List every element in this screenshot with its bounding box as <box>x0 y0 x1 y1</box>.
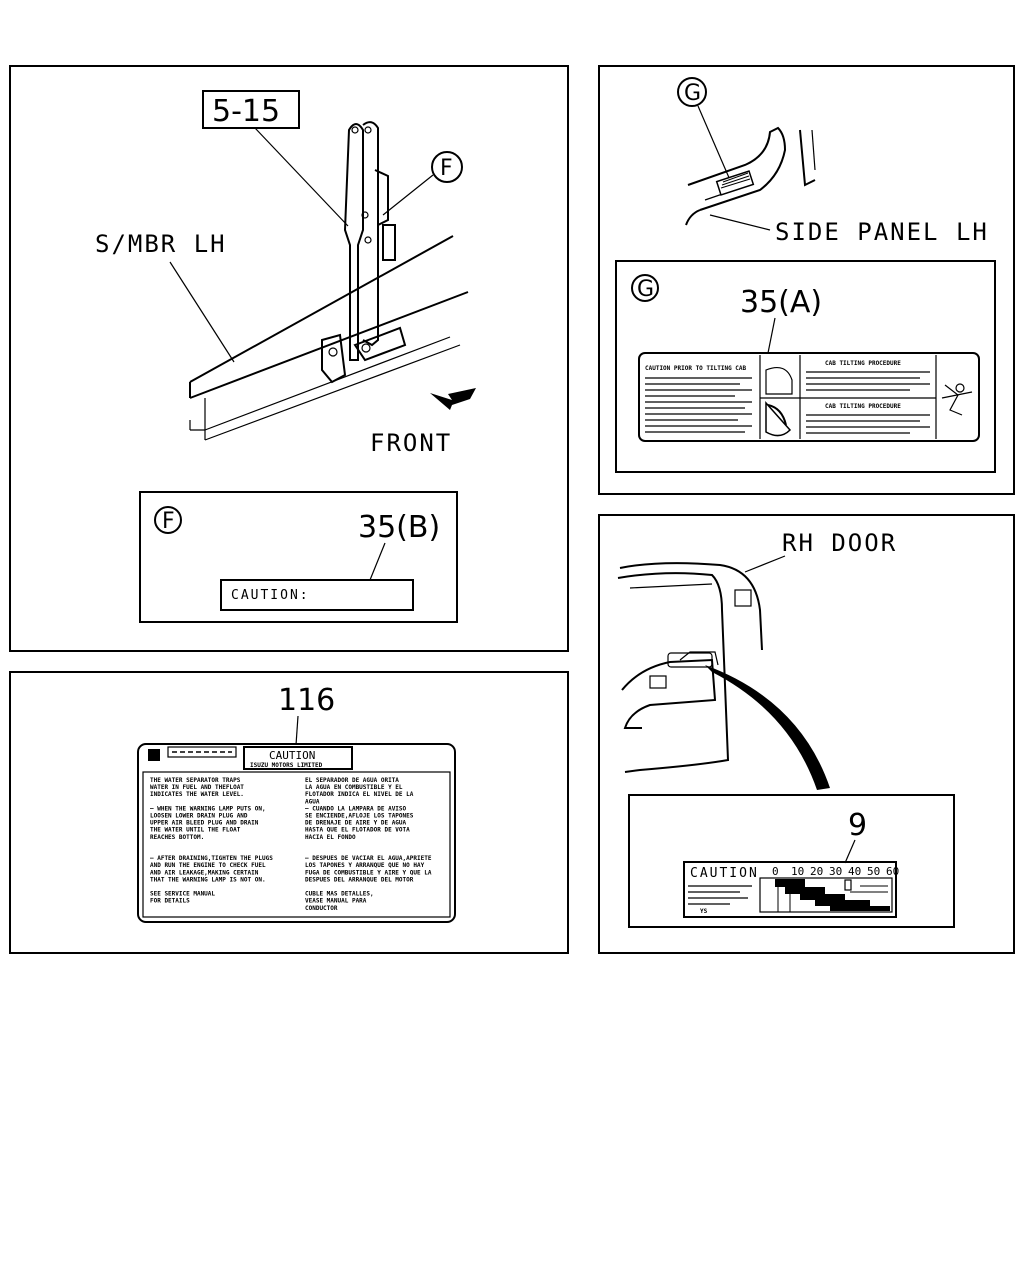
label-35a-left-heading: CAUTION PRIOR TO TILTING CAB <box>645 365 747 372</box>
ref-label: 5-15 <box>212 94 280 129</box>
member-label: S/MBR LH <box>95 230 227 258</box>
scale-tick-label: 0 <box>772 865 779 878</box>
side-panel-sketch <box>685 126 816 226</box>
ref-box <box>202 90 300 129</box>
label-116-en-line: FOR DETAILS <box>150 898 190 905</box>
label-35a-proc-heading-2: CAB TILTING PROCEDURE <box>825 403 901 410</box>
caution-label-9: CAUTION YS 0 10 20 30 40 50 60 <box>683 861 899 918</box>
frame-panel: 5-15 F S/MBR LH <box>9 65 569 652</box>
side-member-beam <box>189 235 469 441</box>
detail-f-icon <box>154 506 182 534</box>
scale-tick-label: 10 <box>791 865 804 878</box>
part-35b-leader <box>369 542 386 581</box>
label-116-es-line: FLOTADOR INDICA EL NIVEL DE LA <box>305 791 414 798</box>
label-116-en-line: — AFTER DRAINING,TIGHTEN THE PLUGS <box>150 855 273 862</box>
vertical-bracket <box>321 121 407 384</box>
detail-sweep <box>705 665 830 790</box>
ref-leader <box>254 127 349 227</box>
caution-label-35b <box>220 579 414 611</box>
detail-f-box <box>139 491 458 623</box>
part-9-leader <box>844 839 856 864</box>
label-116-en-line: AND RUN THE ENGINE TO CHECK FUEL <box>150 862 266 869</box>
label-116-en-line: THE WATER SEPARATOR TRAPS <box>150 777 241 784</box>
label-116-subtitle: ISUZU MOTORS LIMITED <box>250 762 323 769</box>
label-116-title: CAUTION <box>269 749 315 762</box>
part-number-35a: 35(A) <box>740 285 822 320</box>
label-116-en-line: AND AIR LEAKAGE,MAKING CERTAIN <box>150 869 259 876</box>
scale-tick-label: 40 <box>848 865 861 878</box>
door-panel: RH DOOR 9 CAUTION YS <box>598 514 1015 954</box>
scale-tick-label: 60 <box>886 865 899 878</box>
detail-marker-g <box>677 77 707 107</box>
side-panel-leader <box>709 214 771 231</box>
label-116-es-line: CONDUCTOR <box>305 905 338 912</box>
label-9-heading: CAUTION <box>690 866 759 881</box>
label-116-es-line: LOS TAPONES Y ARRANQUE QUE NO HAY <box>305 862 425 869</box>
label-116-es-line: HACIA EL FONDO <box>305 834 356 841</box>
label-116-en-line: LOOSEN LOWER DRAIN PLUG AND <box>150 813 248 820</box>
label-116-es-line: AGUA <box>305 798 320 805</box>
label-116-es-line: VEASE MANUAL PARA <box>305 898 367 905</box>
label-9-staircase-graphic <box>775 879 890 912</box>
part-number-116: 116 <box>278 683 335 718</box>
member-leader <box>169 261 235 363</box>
part-35a-leader <box>767 317 776 354</box>
part-116-leader <box>295 715 299 746</box>
part-number-9: 9 <box>848 808 867 843</box>
label-116-en-line: UPPER AIR BLEED PLUG AND DRAIN <box>150 820 259 827</box>
detail-g-icon <box>631 274 659 302</box>
door-leader <box>744 555 786 573</box>
label-116-es-line: — DESPUES DE VACIAR EL AGUA,APRIETE <box>305 855 432 862</box>
caution-label-35b-text: CAUTION: <box>231 588 310 603</box>
label-116-es-line: DESPUES DEL ARRANQUE DEL MOTOR <box>305 876 414 883</box>
label-116-es-line: SE ENCIENDE,AFLOJE LOS TAPONES <box>305 813 414 820</box>
front-label: FRONT <box>370 429 452 457</box>
cab-panel: G SIDE PANEL LH G 35(A) <box>598 65 1015 495</box>
water-separator-label-116: CAUTION ISUZU MOTORS LIMITED THE WATER S… <box>137 743 456 923</box>
detail-f-icon-text: F <box>162 509 175 534</box>
label-116-en-line: SEE SERVICE MANUAL <box>150 891 215 898</box>
door-label: RH DOOR <box>782 529 897 557</box>
door-sketch <box>617 562 763 773</box>
label-116-es-line: DE DRENAJE DE AIRE Y DE AGUA <box>305 820 407 827</box>
label-116-es-line: CUBLE MAS DETALLES, <box>305 891 374 898</box>
label-116-en-line: — WHEN THE WARNING LAMP PUTS ON, <box>150 805 266 812</box>
water-separator-panel: 116 CAUTION ISUZU MOTORS LIMITED THE WAT… <box>9 671 569 954</box>
scale-tick-label: 20 <box>810 865 823 878</box>
label-9-footer-mark: YS <box>700 908 708 915</box>
label-116-es-line: FUGA DE COMBUSTIBLE Y AIRE Y QUE LA <box>305 869 432 876</box>
front-arrow-icon <box>430 388 476 410</box>
label-35a-proc-heading-1: CAB TILTING PROCEDURE <box>825 360 901 367</box>
detail-marker-f <box>431 151 463 183</box>
label-116-en-line: THAT THE WARNING LAMP IS NOT ON. <box>150 876 266 883</box>
label-116-es-line: EL SEPARADOR DE AGUA ORITA <box>305 777 399 784</box>
label-116-en-line: THE WATER UNTIL THE FLOAT <box>150 827 241 834</box>
detail-g-box <box>615 260 996 473</box>
scale-tick-label: 50 <box>867 865 880 878</box>
marker-g-leader <box>697 105 731 181</box>
label-116-es-line: — CUANDO LA LAMPARA DE AVISO <box>305 805 407 812</box>
label-116-en-line: INDICATES THE WATER LEVEL. <box>150 791 244 798</box>
label-116-en-line: WATER IN FUEL AND THEFLOAT <box>150 784 244 791</box>
detail-marker-g-text: G <box>684 81 701 106</box>
label-116-en-line: REACHES BOTTOM. <box>150 834 204 841</box>
detail-g-icon-text: G <box>637 277 654 302</box>
detail-marker-f-text: F <box>440 156 453 181</box>
side-panel-label: SIDE PANEL LH <box>775 218 989 246</box>
label-116-es-line: LA AGUA EN COMBUSTIBLE Y EL <box>305 784 403 791</box>
part-number-35b: 35(B) <box>358 510 440 545</box>
label-116-es-line: HASTA QUE EL FLOTADOR DE VOTA <box>305 827 410 834</box>
warning-symbol-icon <box>148 749 160 761</box>
marker-f-leader <box>382 174 434 216</box>
cab-tilt-label-35a: CAUTION PRIOR TO TILTING CAB CAB TILTING… <box>638 352 980 442</box>
label-9-scale: 0 10 20 30 40 50 60 <box>772 865 899 878</box>
scale-tick-label: 30 <box>829 865 842 878</box>
